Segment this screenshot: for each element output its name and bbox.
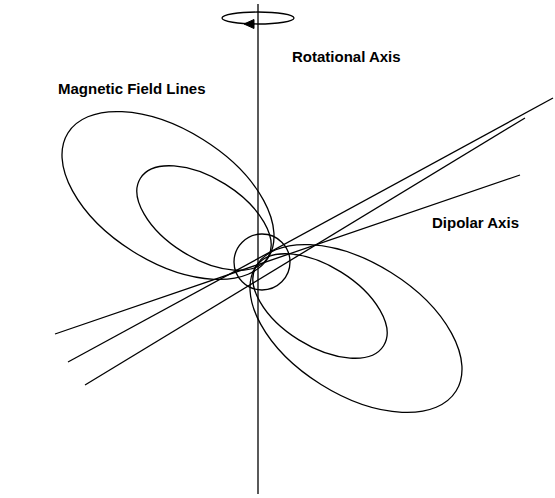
rotation-arrowhead xyxy=(244,20,254,29)
rotation-axis-line xyxy=(257,4,258,494)
axis-label: Dipolar Axis xyxy=(432,214,519,232)
dipole-axis-line xyxy=(55,175,520,334)
field-line xyxy=(235,232,405,379)
dipole-axis-line xyxy=(68,98,553,362)
dipole-axis-line xyxy=(85,118,525,385)
axis-label: Magnetic Field Lines xyxy=(58,80,206,98)
field-line xyxy=(119,144,289,291)
field-line xyxy=(33,77,303,314)
rotation-ellipse xyxy=(222,12,294,24)
field-line xyxy=(221,210,491,447)
axis-label: Rotational Axis xyxy=(292,48,401,66)
neutron-star xyxy=(234,234,290,290)
